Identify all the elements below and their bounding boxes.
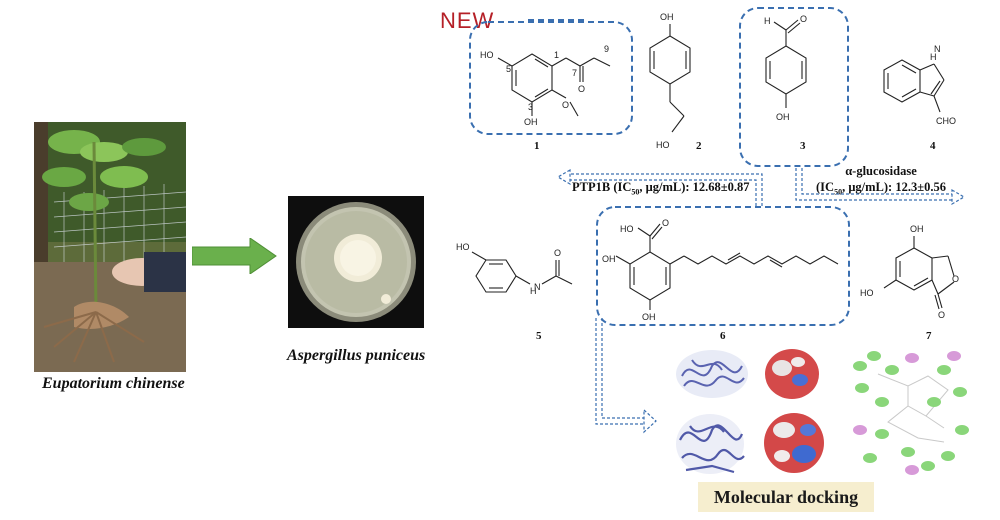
- svg-text:1: 1: [554, 50, 559, 60]
- svg-text:OH: OH: [524, 117, 538, 127]
- ptp1b-value: 12.68±0.87: [692, 180, 750, 194]
- protein-ribbon-icon-2: [676, 414, 745, 474]
- interaction-2d-map-icon: [848, 346, 976, 476]
- compound-1-structure: HO 5 OH 3 O 1 7 O 9: [478, 28, 628, 132]
- svg-text:OH: OH: [642, 312, 656, 322]
- svg-text:H: H: [930, 52, 937, 62]
- arrow-to-docking: [595, 318, 644, 425]
- svg-text:OH: OH: [602, 254, 616, 264]
- svg-text:O: O: [562, 100, 569, 110]
- compound-number-4: 4: [930, 140, 936, 152]
- svg-text:O: O: [554, 248, 561, 258]
- svg-text:H: H: [530, 286, 537, 296]
- svg-text:CHO: CHO: [936, 116, 956, 126]
- svg-text:OH: OH: [910, 224, 924, 234]
- ptp1b-unit: μg/mL: [645, 180, 682, 194]
- alpha-glucosidase-value: 12.3±0.56: [895, 180, 946, 194]
- svg-text:HO: HO: [480, 50, 494, 60]
- svg-text:OH: OH: [660, 12, 674, 22]
- svg-text:5: 5: [506, 64, 511, 74]
- svg-text:HO: HO: [860, 288, 874, 298]
- svg-text:H: H: [764, 16, 771, 26]
- svg-text:N: N: [534, 282, 541, 292]
- compound-3-structure: H O OH: [752, 10, 842, 140]
- svg-text:N: N: [934, 44, 941, 54]
- compound-7-structure: OH HO O O: [858, 220, 978, 320]
- ptp1b-name: PTP1B: [572, 180, 611, 194]
- petri-dish-photo: [288, 196, 424, 328]
- alpha-glucosidase-activity: α-glucosidase (IC50, μg/mL): 12.3±0.56: [816, 164, 946, 197]
- svg-text:O: O: [938, 310, 945, 320]
- compound-number-5: 5: [536, 330, 542, 342]
- fungus-caption: Aspergillus puniceus: [287, 347, 426, 364]
- protein-ribbon-icon: [676, 350, 748, 398]
- electrostatic-surface-icon-2: [764, 413, 824, 473]
- svg-text:HO: HO: [456, 242, 470, 252]
- plant-photo: [34, 122, 186, 372]
- svg-text:O: O: [952, 274, 959, 284]
- alpha-glucosidase-unit: μg/mL: [848, 180, 884, 194]
- svg-text:3: 3: [528, 102, 533, 112]
- compound-2-structure: OH HO: [636, 6, 726, 156]
- plant-caption: Eupatorium chinense: [42, 375, 185, 392]
- arrow-to-compound-1: [570, 179, 757, 206]
- svg-text:O: O: [800, 14, 807, 24]
- arrow-to-alpha-glucosidase: [795, 168, 952, 201]
- svg-text:7: 7: [572, 68, 577, 78]
- compound-number-1: 1: [534, 140, 540, 152]
- alpha-glucosidase-name: α-glucosidase: [845, 164, 917, 178]
- svg-text:O: O: [578, 84, 585, 94]
- svg-text:9: 9: [604, 44, 609, 54]
- new-compound-label: NEW: [440, 8, 495, 33]
- svg-text:O: O: [662, 218, 669, 228]
- svg-text:OH: OH: [776, 112, 790, 122]
- molecular-docking-label: Molecular docking: [698, 482, 874, 512]
- compound-number-6: 6: [720, 330, 726, 342]
- compound-6-structure: HO O OH OH: [600, 212, 850, 322]
- green-arrow-icon: [192, 238, 277, 274]
- svg-text:HO: HO: [656, 140, 670, 150]
- compound-number-2: 2: [696, 140, 702, 152]
- ptp1b-activity: PTP1B (IC50, μg/mL): 12.68±0.87: [572, 180, 750, 197]
- electrostatic-surface-icon: [765, 349, 819, 399]
- compound-number-3: 3: [800, 140, 806, 152]
- svg-text:HO: HO: [620, 224, 634, 234]
- compound-number-7: 7: [926, 330, 932, 342]
